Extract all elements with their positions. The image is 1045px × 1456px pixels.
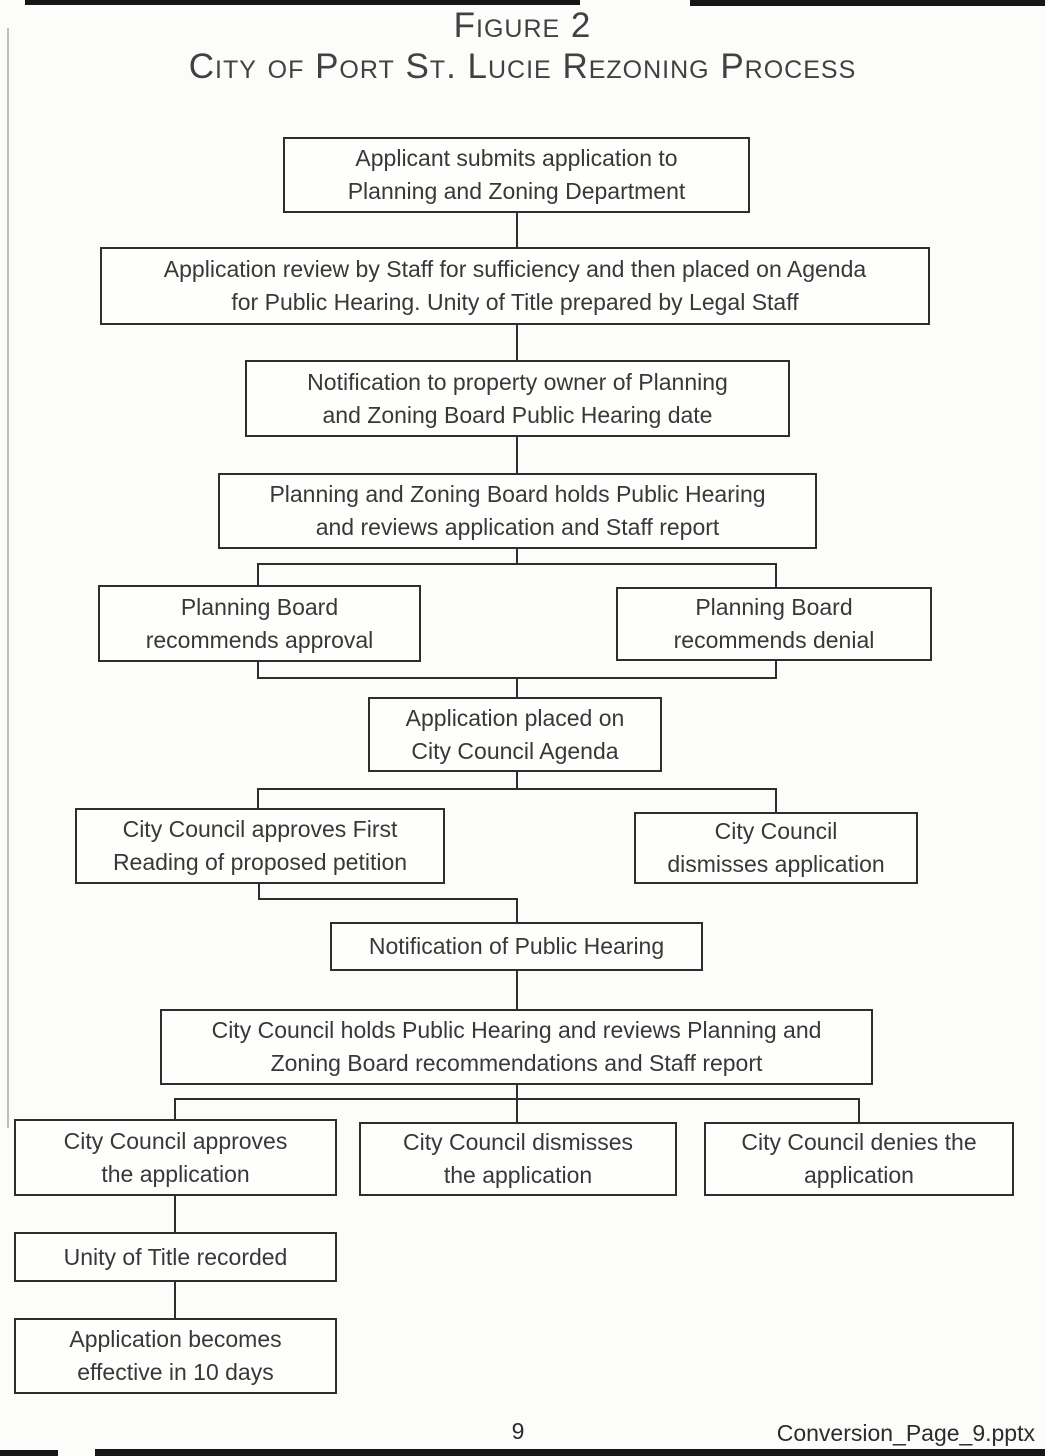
flow-node-council-agenda: Application placed on City Council Agend… bbox=[368, 697, 662, 772]
flow-connector bbox=[257, 563, 259, 587]
flow-connector bbox=[858, 1098, 860, 1124]
flow-connector bbox=[516, 969, 518, 1011]
flow-node-council-approves: City Council approves the application bbox=[14, 1119, 337, 1196]
flow-node-public-hearing-notification: Notification of Public Hearing bbox=[330, 922, 703, 971]
flow-connector bbox=[516, 323, 518, 362]
flow-connector bbox=[516, 770, 518, 790]
flow-connector bbox=[257, 788, 259, 810]
flow-connector bbox=[516, 898, 518, 924]
flow-node-owner-notification: Notification to property owner of Planni… bbox=[245, 360, 790, 437]
flow-connector bbox=[775, 659, 777, 679]
flow-connector bbox=[516, 547, 518, 565]
flow-connector bbox=[174, 1280, 176, 1320]
scan-artifact-bottom-edge bbox=[95, 1449, 1045, 1456]
figure-title: City of Port St. Lucie Rezoning Process bbox=[188, 47, 857, 86]
scan-artifact-top-edge bbox=[25, 0, 580, 5]
flow-connector bbox=[174, 1098, 176, 1121]
flow-connector bbox=[516, 1098, 518, 1124]
scan-artifact-left-edge bbox=[7, 28, 9, 1128]
flow-connector bbox=[775, 788, 777, 814]
flow-connector bbox=[258, 898, 518, 900]
flow-connector bbox=[516, 677, 518, 699]
flow-node-applicant-submits: Applicant submits application to Plannin… bbox=[283, 137, 750, 213]
flow-node-council-denies: City Council denies the application bbox=[704, 1122, 1014, 1196]
flow-connector bbox=[516, 1083, 518, 1100]
flow-connector bbox=[174, 1194, 176, 1234]
flow-connector-branch bbox=[257, 788, 777, 790]
flow-connector-branch bbox=[257, 563, 777, 565]
flow-connector bbox=[516, 211, 518, 249]
scan-artifact-bottom-edge bbox=[0, 1450, 58, 1456]
figure-label: Figure 2 bbox=[453, 6, 592, 45]
flow-node-council-dismisses-petition: City Council dismisses application bbox=[634, 812, 918, 884]
flow-node-staff-review: Application review by Staff for sufficie… bbox=[100, 247, 930, 325]
flow-node-pz-board-hearing: Planning and Zoning Board holds Public H… bbox=[218, 473, 817, 549]
scan-artifact-top-edge bbox=[690, 0, 1045, 6]
flow-node-unity-of-title-recorded: Unity of Title recorded bbox=[14, 1232, 337, 1282]
page-number: 9 bbox=[511, 1418, 525, 1444]
footer-filename: Conversion_Page_9.pptx bbox=[776, 1420, 1035, 1446]
flow-node-council-hearing: City Council holds Public Hearing and re… bbox=[160, 1009, 873, 1085]
flow-connector bbox=[257, 660, 259, 679]
flow-connector bbox=[775, 563, 777, 589]
flow-node-board-recommends-denial: Planning Board recommends denial bbox=[616, 587, 932, 661]
flow-node-council-dismisses: City Council dismisses the application bbox=[359, 1122, 677, 1196]
flow-connector bbox=[516, 435, 518, 475]
flow-node-application-effective: Application becomes effective in 10 days bbox=[14, 1318, 337, 1394]
flow-node-first-reading-approval: City Council approves First Reading of p… bbox=[75, 808, 445, 884]
flow-connector bbox=[258, 882, 260, 900]
flow-node-board-recommends-approval: Planning Board recommends approval bbox=[98, 585, 421, 662]
